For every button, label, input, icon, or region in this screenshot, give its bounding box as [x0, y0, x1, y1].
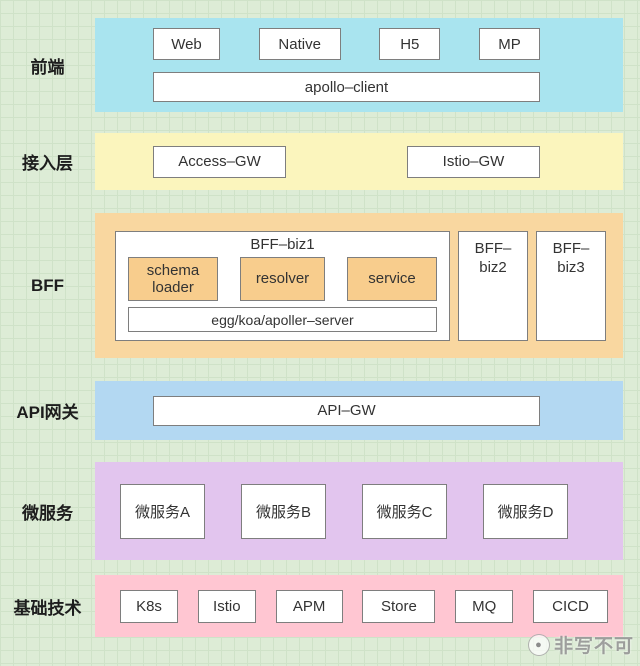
layer-row-bff: BFF BFF–biz1 schema loader resolver serv…: [0, 213, 640, 358]
gateway-band: API–GW: [95, 381, 623, 440]
watermark: ● 非写不可: [527, 631, 634, 658]
node-mq: MQ: [455, 589, 514, 623]
layer-row-microservices: 微服务 微服务A 微服务B 微服务C 微服务D: [0, 462, 640, 560]
node-istio: Istio: [197, 589, 256, 623]
bff-boxes-row: BFF–biz1 schema loader resolver service …: [115, 231, 623, 341]
bff-biz1-title: BFF–biz1: [250, 236, 315, 253]
node-service: service: [347, 257, 437, 301]
node-istio-gw: Istio–GW: [407, 145, 540, 178]
node-schema-loader: schema loader: [128, 257, 218, 301]
node-apm: APM: [275, 589, 343, 623]
node-microservice-a: 微服务A: [120, 483, 205, 539]
frontend-band: Web Native H5 MP apollo–client: [95, 18, 623, 112]
node-apollo-client: apollo–client: [153, 72, 540, 102]
layer-row-access: 接入层 Access–GW Istio–GW: [0, 133, 640, 190]
layer-row-infrastructure: 基础技术 K8s Istio APM Store MQ CICD: [0, 575, 640, 637]
node-api-gw: API–GW: [153, 395, 540, 426]
access-band: Access–GW Istio–GW: [95, 133, 623, 190]
node-native: Native: [258, 28, 341, 60]
node-bff-biz2: BFF– biz2: [458, 231, 528, 341]
node-access-gw: Access–GW: [153, 145, 286, 178]
node-web: Web: [153, 28, 220, 60]
node-microservice-b: 微服务B: [241, 483, 326, 539]
node-microservice-c: 微服务C: [362, 483, 447, 539]
node-bff-biz1: BFF–biz1 schema loader resolver service …: [115, 231, 450, 341]
bff-band: BFF–biz1 schema loader resolver service …: [95, 213, 623, 358]
access-gateways-row: Access–GW Istio–GW: [153, 145, 540, 178]
node-store: Store: [362, 589, 436, 623]
microservices-band: 微服务A 微服务B 微服务C 微服务D: [95, 462, 623, 560]
frontend-apps-row: Web Native H5 MP: [153, 28, 540, 60]
layer-label-bff: BFF: [30, 275, 65, 295]
layer-label-microservices: 微服务: [22, 503, 73, 523]
watermark-text: 非写不可: [553, 636, 634, 657]
node-bff-biz3: BFF– biz3: [536, 231, 606, 341]
node-mp: MP: [478, 28, 540, 60]
watermark-logo-icon: ●: [527, 633, 550, 656]
layer-row-frontend: 前端 Web Native H5 MP apollo–client: [0, 18, 640, 112]
node-microservice-d: 微服务D: [483, 483, 568, 539]
node-h5: H5: [379, 28, 441, 60]
node-resolver: resolver: [240, 257, 325, 301]
layer-label-access: 接入层: [22, 154, 73, 173]
layer-label-infrastructure: 基础技术: [13, 598, 82, 618]
bff-biz1-modules-row: schema loader resolver service: [128, 257, 437, 301]
node-cicd: CICD: [532, 589, 608, 623]
node-egg-koa-apoller-server: egg/koa/apoller–server: [128, 307, 437, 332]
node-k8s: K8s: [120, 589, 178, 623]
microservices-row: 微服务A 微服务B 微服务C 微服务D: [120, 483, 568, 539]
infrastructure-row: K8s Istio APM Store MQ CICD: [120, 589, 608, 623]
layer-row-gateway: API网关 API–GW: [0, 381, 640, 440]
infrastructure-band: K8s Istio APM Store MQ CICD: [95, 575, 623, 637]
layer-label-gateway: API网关: [16, 403, 79, 422]
layer-label-frontend: 前端: [30, 57, 65, 77]
